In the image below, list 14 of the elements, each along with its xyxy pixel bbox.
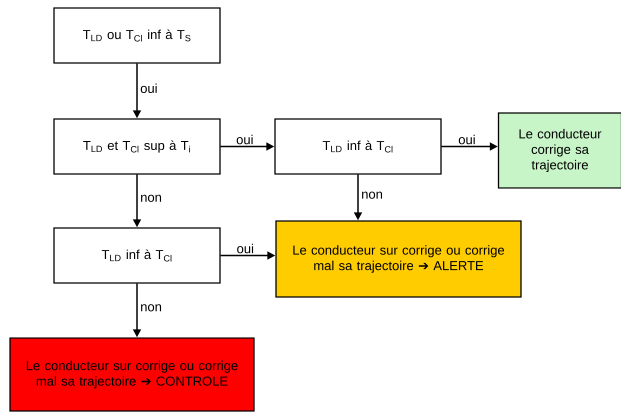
condition-box: T$_{LD}$ et T$_{Cl}$ sup à T$_{i}$ xyxy=(53,118,221,175)
edge-label: non xyxy=(139,194,163,203)
edge-label: oui xyxy=(236,242,255,254)
alert-box: Le conducteur sur corrige ou corrige mal sa trajectoire ➔ ALERTE xyxy=(275,220,522,298)
control-box: Le conducteur sur corrige ou corrige mal sa trajectoire ➔ CONTROLE xyxy=(9,337,255,412)
edge-label: oui xyxy=(457,134,477,146)
condition-box: T$_{LD}$ ou T$_{Cl}$ inf à T$_{S}$ xyxy=(53,7,221,64)
edge-label: oui xyxy=(139,82,159,94)
edge-label: non xyxy=(139,303,163,312)
edge-label: non xyxy=(360,190,384,200)
condition-box: T$_{LD}$ inf à T$_{Cl}$ xyxy=(274,118,442,175)
condition-box: T$_{LD}$ inf à T$_{Cl}$ xyxy=(53,227,221,284)
edge-label: oui xyxy=(235,134,254,146)
outcome-box: Le conducteur corrige sa trajectoire xyxy=(498,112,621,189)
